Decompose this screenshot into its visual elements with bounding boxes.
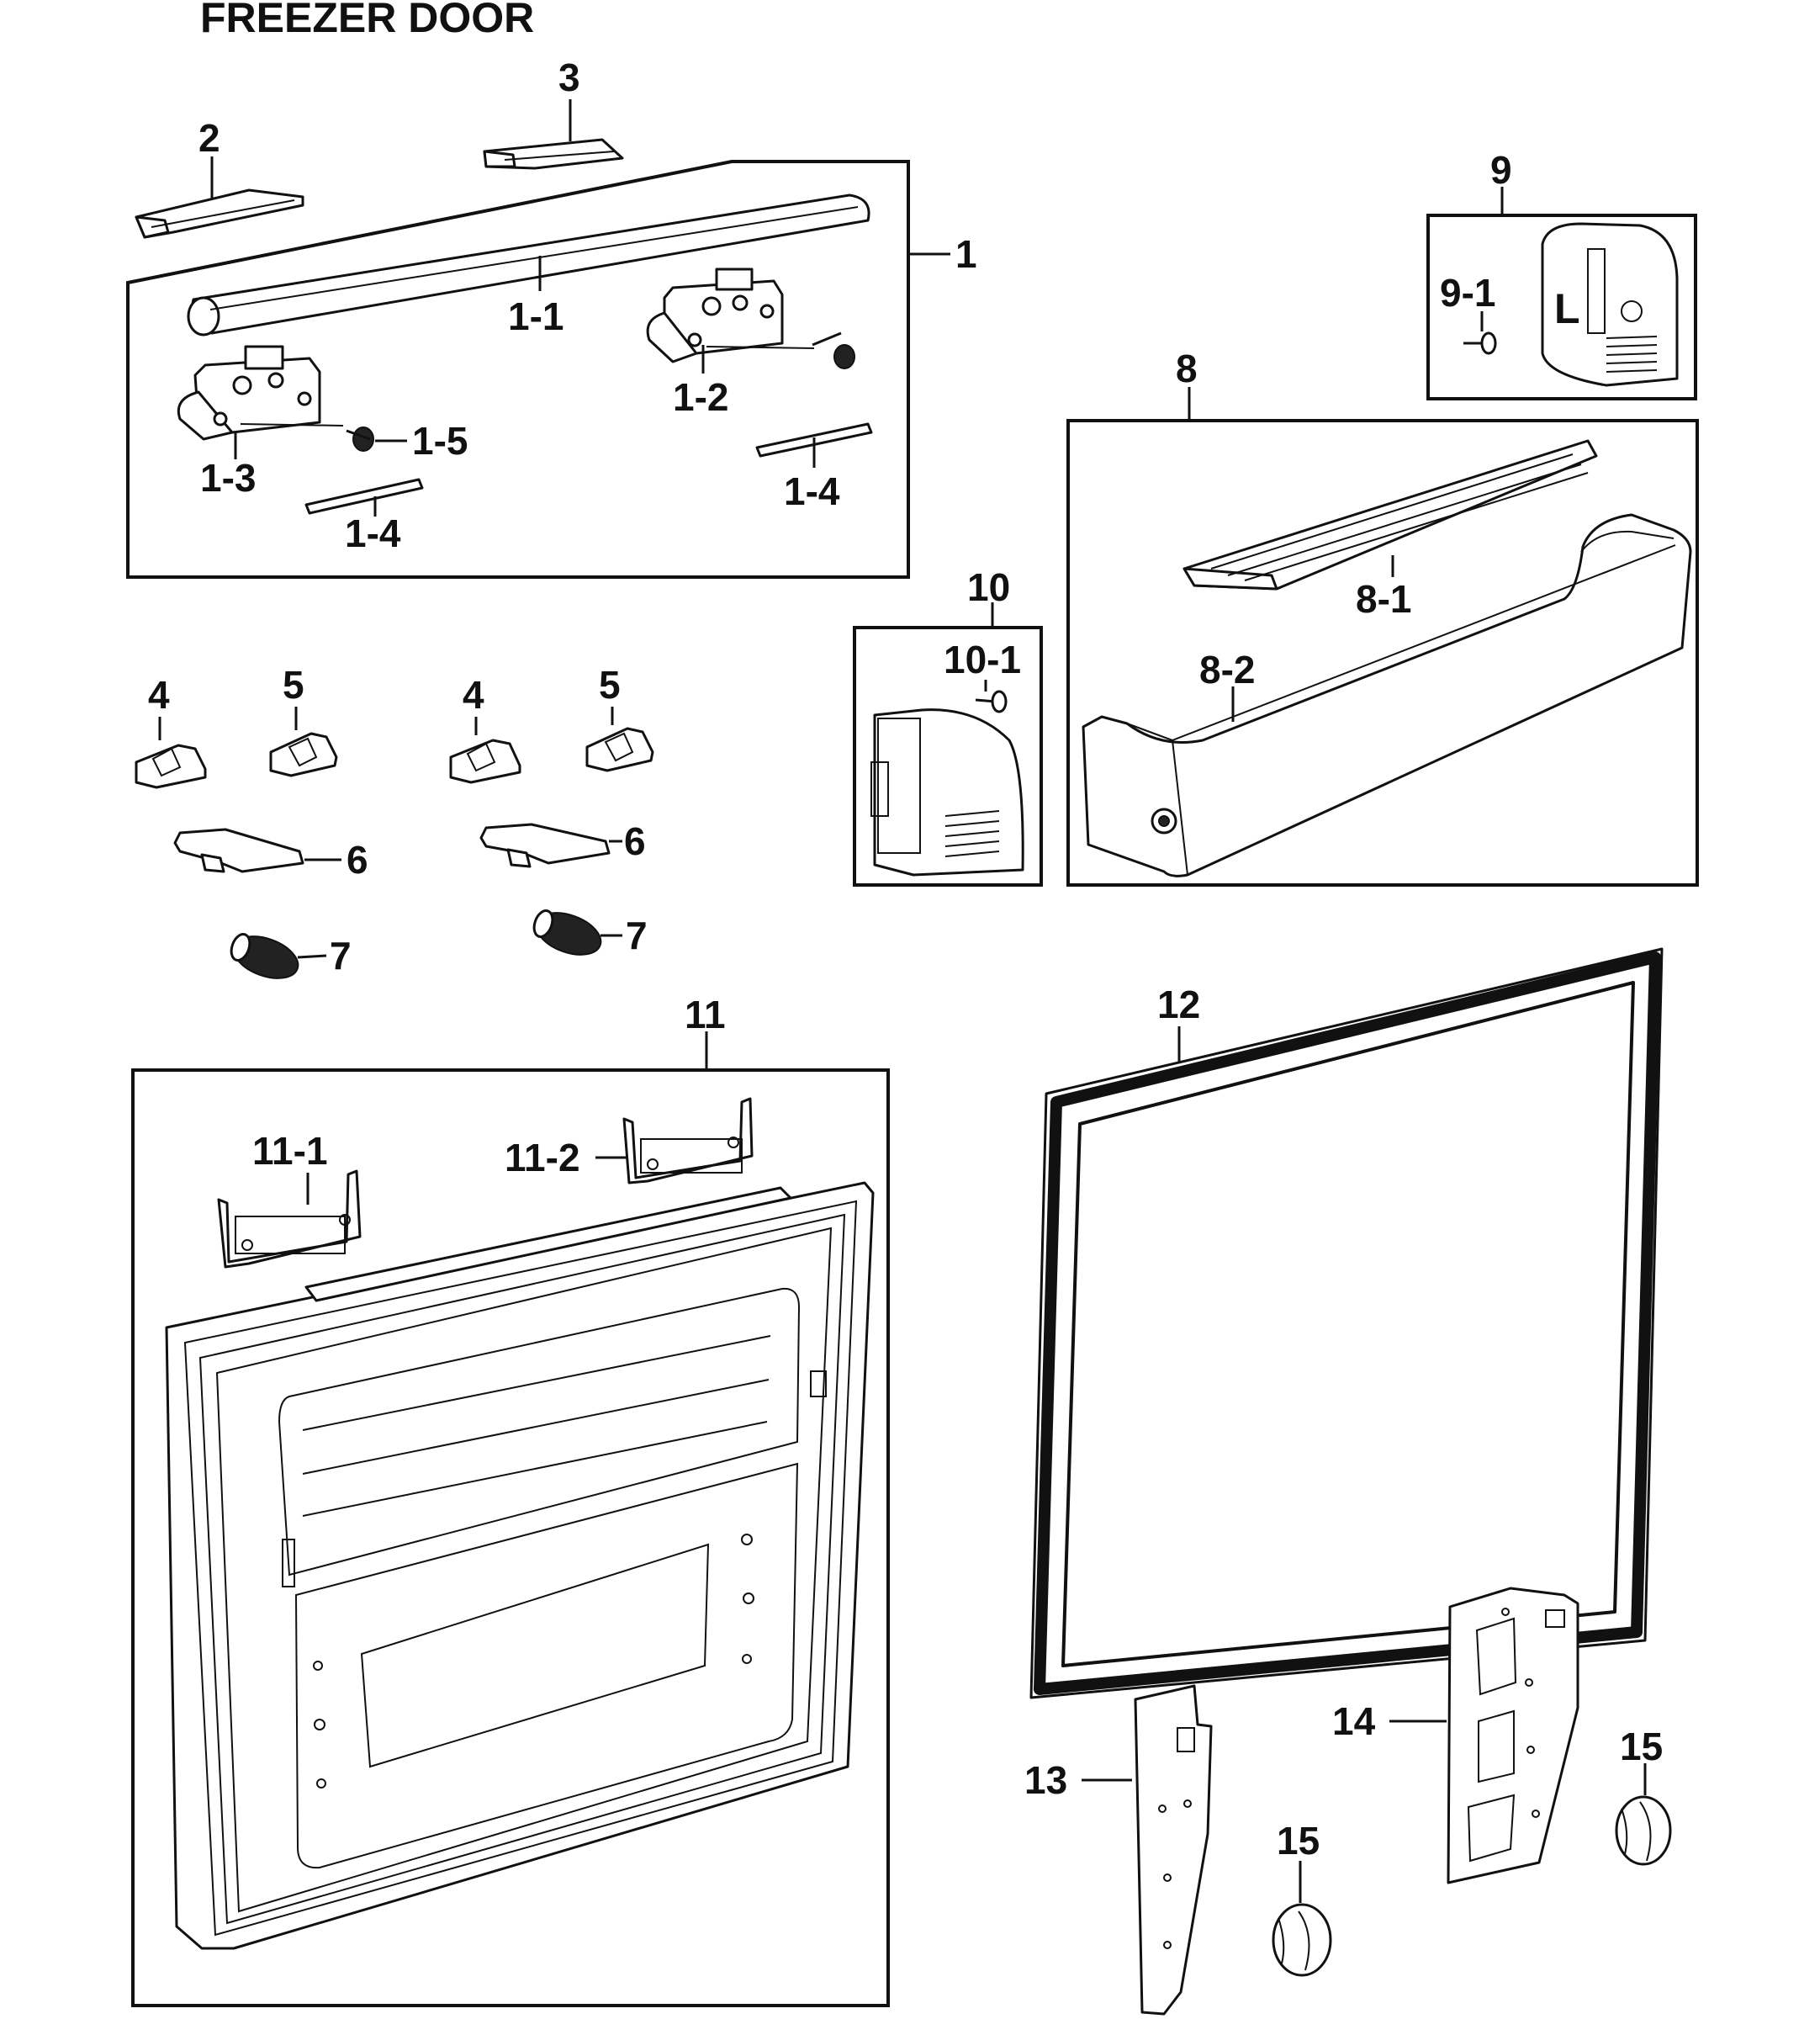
label-1-5: 1-5	[412, 419, 468, 463]
label-15-bottom: 15	[1277, 1819, 1320, 1863]
label-4-left: 4	[148, 673, 170, 717]
label-5-left: 5	[283, 663, 304, 707]
door-bin	[1082, 513, 1692, 877]
hinge-cover-vents	[1606, 336, 1658, 373]
label-4-right: 4	[463, 673, 484, 717]
handle-end-cap-right	[483, 138, 624, 170]
door-cap-bracket-right	[622, 1097, 754, 1184]
hinge-cover-right-box	[853, 626, 1043, 887]
bin-cover	[1182, 439, 1598, 591]
label-11: 11	[685, 993, 726, 1036]
label-1-4-right: 1-4	[784, 469, 840, 513]
hinge-6-right	[479, 823, 611, 868]
label-13: 13	[1024, 1758, 1067, 1802]
hinge-cover-right-vents	[944, 810, 1000, 857]
door-bin-group: 8 8-1 8-2	[1066, 347, 1699, 887]
hinge-cover-box	[1426, 214, 1697, 400]
hinge-cover-group: 9 9-1 L	[1426, 148, 1697, 400]
screw-left	[346, 427, 374, 452]
door-stopper-parts: 4 5 6 7 4 5	[135, 663, 654, 979]
label-1-1: 1-1	[508, 294, 563, 338]
label-9-1: 9-1	[1440, 271, 1495, 315]
stopper-5-left	[269, 732, 338, 777]
label-6-left: 6	[347, 838, 368, 882]
hinge-6-left	[173, 828, 304, 873]
label-15-right: 15	[1620, 1725, 1663, 1768]
hinge-cover-right-screw	[975, 690, 1008, 713]
label-11-2: 11-2	[505, 1136, 580, 1179]
stopper-4-right	[449, 739, 521, 784]
door-assembly-group: 11 11-1 11-2	[131, 993, 890, 2007]
label-3: 3	[558, 56, 580, 99]
stopper-5-right	[585, 727, 654, 772]
label-2: 2	[198, 116, 220, 160]
diagram-title: FREEZER DOOR	[200, 0, 534, 41]
label-14: 14	[1332, 1699, 1376, 1743]
hinge-cover-screw	[1463, 331, 1497, 355]
freezer-door-panel	[165, 1181, 875, 1950]
hinge-cover-letter: L	[1554, 285, 1580, 332]
cap-15-bottom	[1272, 1903, 1332, 1977]
label-8: 8	[1176, 347, 1198, 390]
door-gasket	[1029, 947, 1664, 1699]
door-bracket-left-13	[1134, 1684, 1213, 2016]
label-1: 1	[955, 232, 977, 276]
label-11-1: 11-1	[252, 1129, 328, 1173]
label-6-right: 6	[624, 819, 646, 863]
label-9: 9	[1490, 148, 1512, 192]
label-8-1: 8-1	[1356, 577, 1411, 621]
hinge-cover-left: L	[1541, 222, 1679, 387]
label-10: 10	[967, 565, 1010, 609]
label-12: 12	[1157, 983, 1200, 1026]
handle-assembly-group: 1 1-1 1-2	[126, 160, 977, 579]
label-5-right: 5	[599, 663, 621, 707]
door-bin-box	[1066, 419, 1699, 887]
cap-15-right	[1615, 1795, 1672, 1866]
label-10-1: 10-1	[944, 638, 1021, 681]
label-1-4-left: 1-4	[345, 511, 401, 555]
stopper-4-left	[135, 744, 207, 789]
handle-assembly-box	[126, 160, 910, 579]
door-assembly-box	[131, 1068, 890, 2007]
handle-end-cap-left	[135, 188, 304, 239]
hinge-cover-right-group: 10 10-1	[853, 565, 1043, 887]
label-7-right: 7	[626, 914, 648, 957]
hinge-cover-right	[870, 708, 1024, 877]
spring-7-left	[230, 933, 299, 979]
label-8-2: 8-2	[1199, 648, 1255, 692]
door-bracket-right-14	[1447, 1587, 1579, 1884]
screw-right	[812, 331, 855, 369]
label-1-2: 1-2	[673, 375, 728, 419]
label-1-3: 1-3	[200, 456, 256, 500]
handle-bar	[187, 193, 870, 336]
pin-left	[304, 478, 424, 515]
label-7-left: 7	[330, 934, 352, 978]
handle-bracket-left	[177, 345, 321, 441]
handle-bracket-right	[646, 268, 784, 363]
door-cap-bracket-left	[217, 1169, 362, 1269]
spring-7-right	[532, 909, 602, 956]
